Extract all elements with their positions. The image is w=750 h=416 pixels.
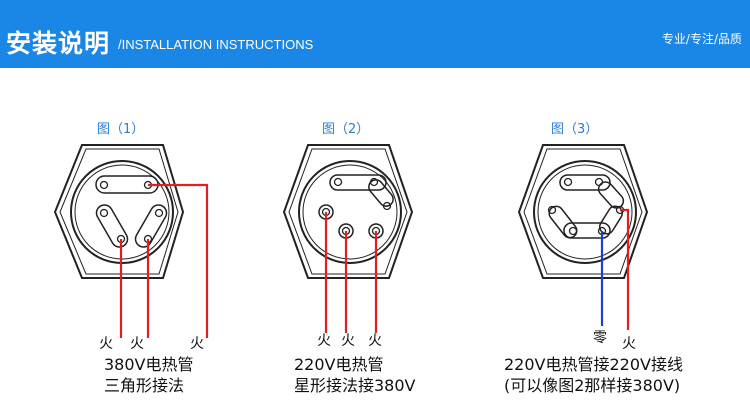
figure-3-label-live: 火 (622, 336, 636, 352)
figure-2-title: 图（2） (322, 122, 370, 137)
figure-1-terminal (53, 144, 185, 279)
figure-1-label-3: 火 (190, 336, 204, 352)
figure-3-wires (600, 208, 630, 330)
figure-3-terminal (517, 144, 649, 279)
figure-2-terminal (282, 144, 414, 279)
figure-3-label-neutral: 零 (593, 330, 607, 346)
figure-2-caption-line-2: 星形接法接380V (294, 376, 416, 395)
figure-3-caption-line-1: 220V电热管接220V接线 (504, 355, 683, 374)
figure-1-label-2: 火 (130, 336, 144, 352)
header-banner: 安装说明 /INSTALLATION INSTRUCTIONS 专业/专注/品质 (0, 0, 750, 68)
figure-2-caption: 220V电热管 星形接法接380V (294, 354, 416, 396)
page-title: 安装说明 (6, 29, 111, 58)
figure-2-caption-line-1: 220V电热管 (294, 355, 384, 374)
figure-3-caption-line-2: (可以像图2那样接380V) (504, 376, 681, 395)
wiring-diagrams (53, 144, 649, 338)
figure-3-title: 图（3） (551, 122, 599, 137)
figure-1-label-1: 火 (99, 336, 113, 352)
page-subtitle: /INSTALLATION INSTRUCTIONS (118, 37, 314, 52)
figure-1-caption-line-1: 380V电热管 (104, 355, 194, 374)
figure-2-label-3: 火 (368, 333, 382, 349)
figure-1-title: 图（1） (97, 122, 145, 137)
figure-2-label-2: 火 (341, 333, 355, 349)
figure-3-caption: 220V电热管接220V接线 (可以像图2那样接380V) (504, 354, 683, 396)
figure-2-wires (324, 212, 378, 333)
figure-1-caption-line-2: 三角形接法 (104, 376, 185, 395)
tagline: 专业/专注/品质 (661, 32, 742, 46)
figure-1-wires (119, 183, 209, 338)
figure-1-caption: 380V电热管 三角形接法 (104, 354, 194, 396)
figure-2-label-1: 火 (317, 333, 331, 349)
